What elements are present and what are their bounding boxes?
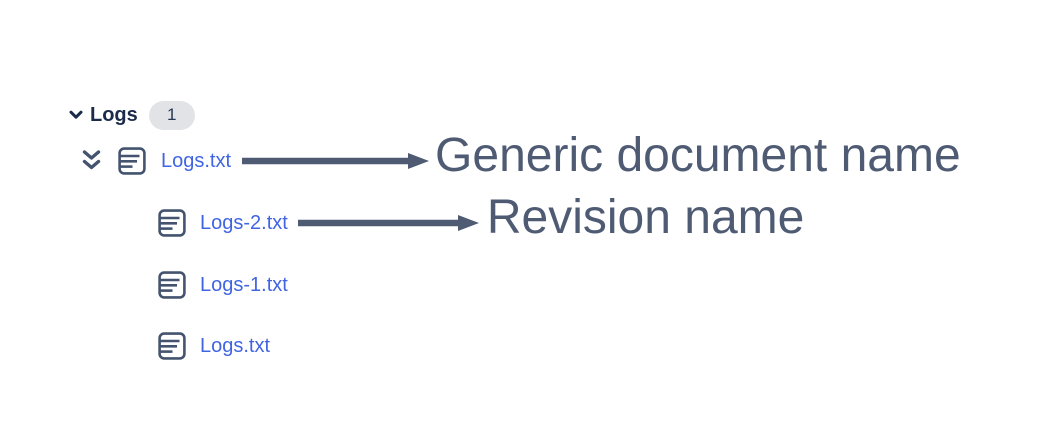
arrow-right-icon — [297, 215, 479, 231]
tree-row-revision: Logs.txt — [158, 329, 270, 363]
tree-row-parent: Logs.txt Generic document name — [80, 129, 961, 182]
annotation-generic-document-name: Generic document name — [435, 128, 961, 182]
arrow-right-icon — [242, 153, 430, 169]
file-link-revision-2[interactable]: Logs-2.txt — [200, 211, 288, 234]
file-link-parent[interactable]: Logs.txt — [161, 149, 232, 172]
file-link-revision-1[interactable]: Logs-1.txt — [200, 273, 288, 296]
expand-all-icon[interactable] — [80, 148, 103, 174]
section-title[interactable]: Logs — [90, 103, 138, 126]
document-icon — [158, 332, 186, 360]
annotation-revision-name: Revision name — [486, 190, 805, 244]
count-badge: 1 — [148, 100, 195, 130]
document-icon — [158, 271, 186, 299]
tree-row-revision: Logs-2.txt Revision name — [158, 191, 804, 244]
file-link-revision-0[interactable]: Logs.txt — [200, 334, 271, 357]
tree-row-revision: Logs-1.txt — [158, 268, 288, 302]
chevron-down-icon[interactable] — [68, 107, 84, 123]
section-header: Logs 1 — [68, 100, 195, 130]
document-icon — [118, 147, 146, 175]
document-icon — [158, 209, 186, 237]
